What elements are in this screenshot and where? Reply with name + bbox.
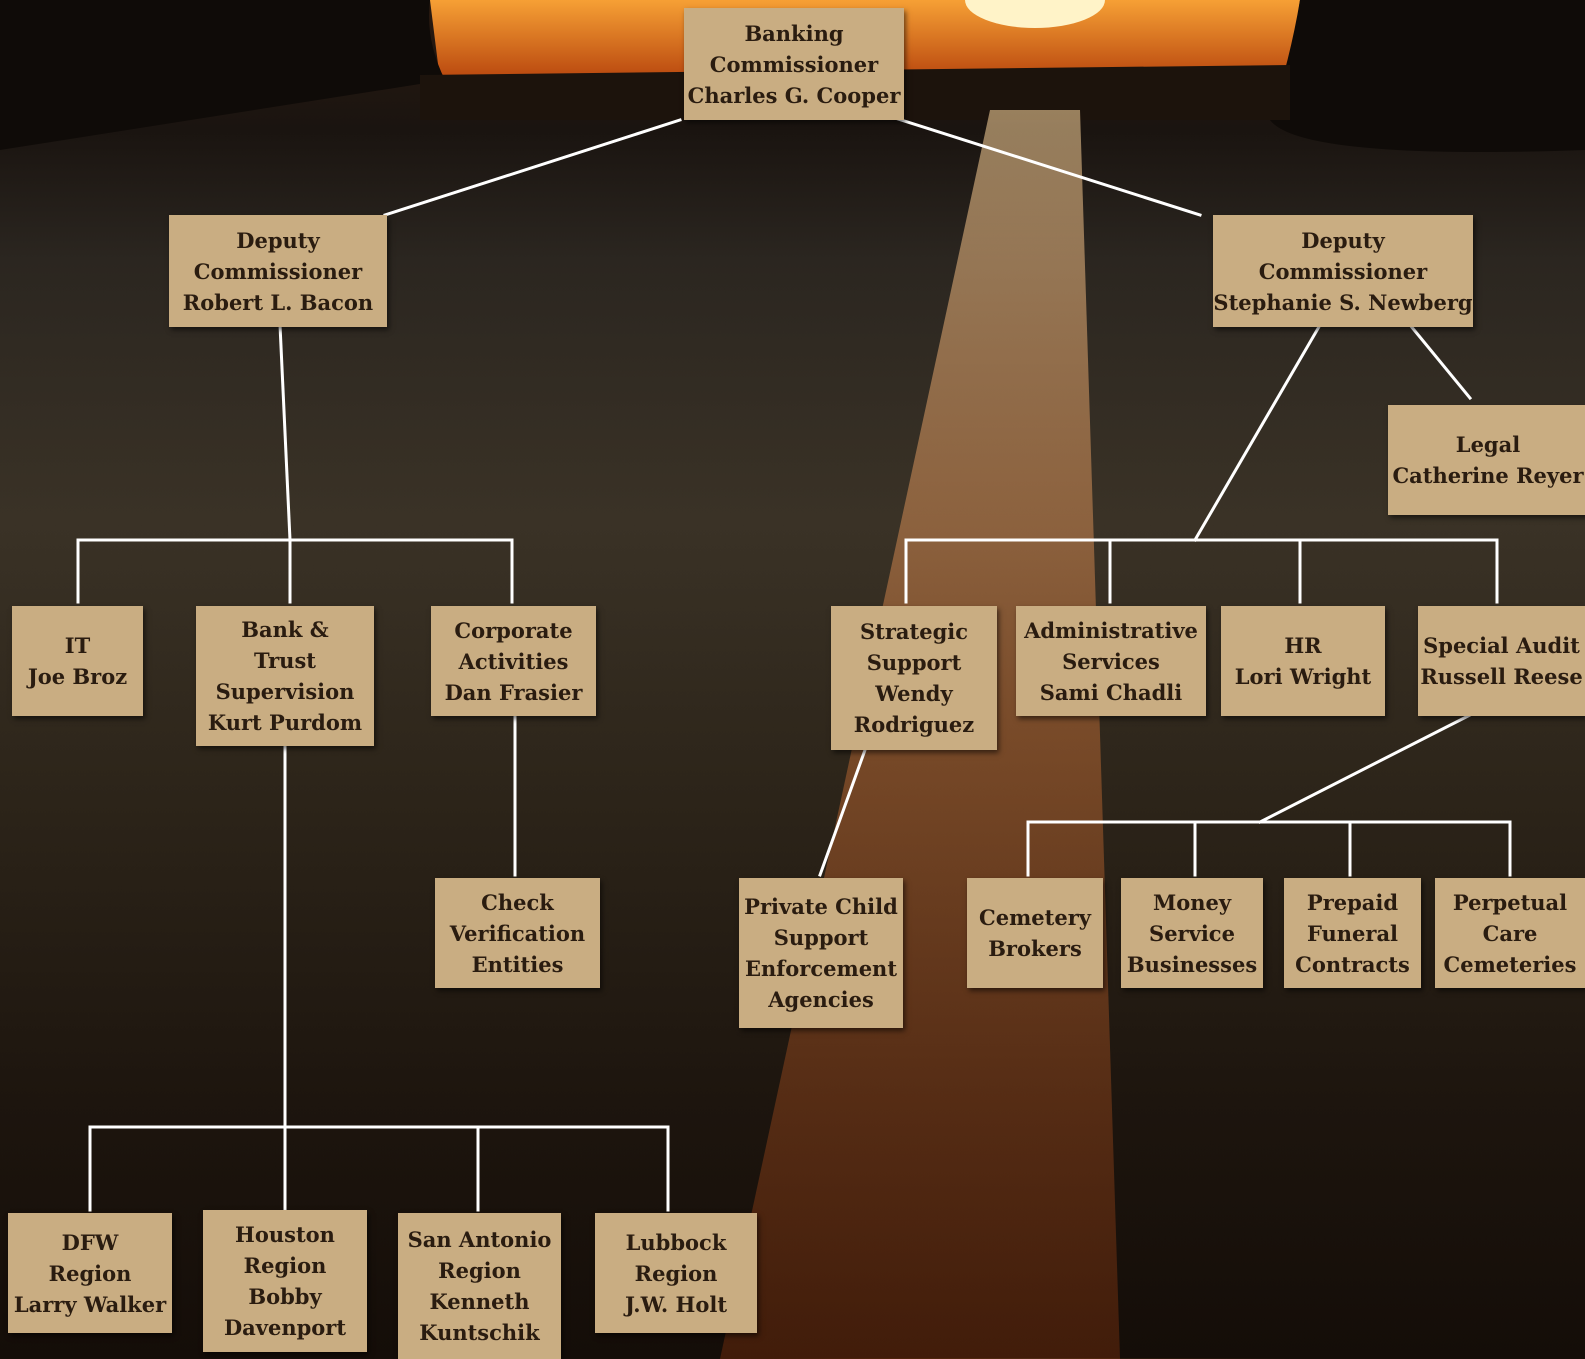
node-label-line: Deputy [236,227,320,253]
node-label-line: Lubbock [625,1229,727,1255]
node-label-line: Check [481,889,554,915]
node-label-line: Kurt Purdom [207,710,363,735]
connector-line [383,118,682,217]
connector-line [88,1125,670,1212]
node-label-line: Rodriguez [853,712,975,737]
node-label-line: Bank & [241,617,329,642]
node-label-line: Commissioner [709,51,879,77]
connector-line [1407,322,1473,401]
node-label-line: Region [634,1260,718,1286]
node-label-line: Cemeteries [1443,951,1577,977]
node-label-line: Activities [458,648,569,674]
node-label-line: Support [773,925,869,950]
connector-line [893,116,1202,217]
node-label-line: Joe Broz [27,664,128,689]
node-label-line: Robert L. Bacon [182,289,374,315]
node-label-line: Houston [235,1222,335,1247]
node-label-line: Commissioner [193,258,363,284]
node-label-line: Services [1062,648,1160,674]
node-label-line: Funeral [1306,920,1399,946]
node-label-line: Legal [1455,432,1521,457]
node-label-line: Region [243,1253,327,1278]
node-label-line: Strategic [859,619,969,644]
node-label-line: Support [866,650,962,675]
node-label-line: Entities [471,951,564,977]
connector-line [76,538,514,604]
node-label-line: Supervision [215,679,355,704]
node-label-line: IT [64,633,91,658]
node-label-line: Cemetery [979,905,1091,930]
node-label-line: J.W. Holt [624,1291,728,1317]
node-hr: HR Lori Wright [1221,606,1385,716]
node-label-line: Kenneth [429,1289,530,1314]
node-label-line: Verification [449,920,586,946]
node-label-line: Contracts [1295,951,1410,977]
node-label-line: Wendy [875,681,953,706]
node-label-line: Service [1149,920,1235,946]
node-label-line: Special Audit [1423,633,1580,658]
node-label-line: Russell Reese [1420,664,1583,689]
connector-line [1026,820,1512,877]
node-label-line: Banking [744,20,844,46]
node-label-line: Trust [254,648,316,673]
node-label-line: Deputy [1301,227,1385,253]
node-label-line: Enforcement [744,956,898,981]
node-it: IT Joe Broz [12,606,143,716]
node-label-line: Brokers [988,936,1082,961]
node-label-line: Bobby [248,1284,322,1309]
node-label-line: Lori Wright [1234,664,1372,689]
node-label-line: Larry Walker [13,1291,167,1317]
node-label-line: Private Child [744,894,898,919]
node-label-line: Catherine Reyer [1392,463,1584,488]
node-label-line: Kuntschik [419,1320,540,1345]
node-label-line: Davenport [223,1315,347,1340]
node-label-line: Money [1152,889,1232,915]
node-label-line: HR [1284,633,1322,658]
node-label-line: Administrative [1024,617,1198,643]
node-label-line: Businesses [1126,951,1258,977]
node-label-line: Agencies [768,987,874,1012]
node-label-line: Stephanie S. Newberg [1213,289,1473,315]
node-label-line: Corporate [454,617,573,643]
node-label-line: Charles G. Cooper [687,82,901,108]
connector-line [1257,712,1473,825]
connector-line [904,538,1499,604]
node-label-line: DFW [61,1229,119,1255]
node-label-line: Prepaid [1306,889,1399,915]
connector-line [1192,322,1323,543]
connector-line [818,748,867,877]
node-label-line: Dan Frasier [444,679,583,705]
node-label-line: Region [48,1260,132,1286]
node-label-line: Commissioner [1258,258,1428,284]
node-label-line: Perpetual [1452,889,1568,915]
node-label-line: Care [1482,920,1538,946]
connector-line [278,323,292,542]
node-label-line: Sami Chadli [1039,679,1183,705]
node-label-line: Region [438,1258,521,1283]
node-label-line: San Antonio [407,1227,552,1252]
